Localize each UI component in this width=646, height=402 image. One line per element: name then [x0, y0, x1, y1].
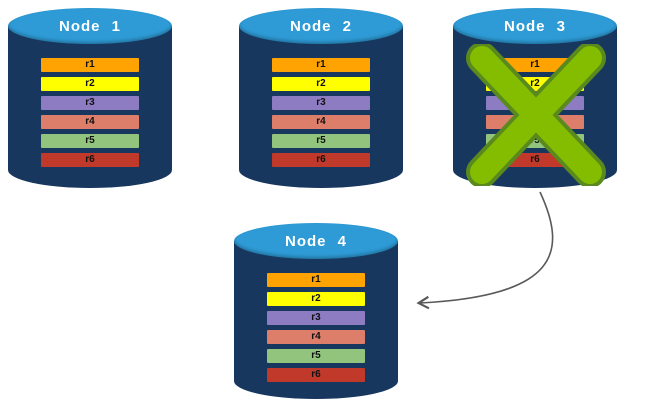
node-4-label: Node 4 — [284, 232, 347, 250]
record-r4: r4 — [272, 115, 370, 129]
node-3-header: Node 3 — [453, 8, 617, 44]
node-2-cylinder: Node 2 r1 r2 r3 r4 r5 r6 — [239, 8, 403, 188]
node-3-cylinder: Node 3 r1 r2 r3 r4 r5 r6 — [453, 8, 617, 188]
record-r5: r5 — [41, 134, 139, 148]
record-r2: r2 — [272, 77, 370, 91]
node-1-header: Node 1 — [8, 8, 172, 44]
record-r6: r6 — [272, 153, 370, 167]
node-4-header: Node 4 — [234, 223, 398, 259]
record-r5: r5 — [272, 134, 370, 148]
record-r3: r3 — [41, 96, 139, 110]
record-r1: r1 — [272, 58, 370, 72]
node-1-label: Node 1 — [58, 17, 121, 35]
node-4-records: r1 r2 r3 r4 r5 r6 — [267, 273, 365, 382]
node-2-header: Node 2 — [239, 8, 403, 44]
record-r5: r5 — [486, 134, 584, 148]
record-r1: r1 — [486, 58, 584, 72]
record-r3: r3 — [267, 311, 365, 325]
record-r3: r3 — [486, 96, 584, 110]
record-r4: r4 — [267, 330, 365, 344]
record-r2: r2 — [41, 77, 139, 91]
node-1-records: r1 r2 r3 r4 r5 r6 — [41, 58, 139, 167]
record-r4: r4 — [41, 115, 139, 129]
record-r2: r2 — [267, 292, 365, 306]
record-r3: r3 — [272, 96, 370, 110]
node-2-label: Node 2 — [289, 17, 352, 35]
node-1-cylinder: Node 1 r1 r2 r3 r4 r5 r6 — [8, 8, 172, 188]
record-r2: r2 — [486, 77, 584, 91]
record-r1: r1 — [267, 273, 365, 287]
record-r6: r6 — [41, 153, 139, 167]
node-2-records: r1 r2 r3 r4 r5 r6 — [272, 58, 370, 167]
record-r4: r4 — [486, 115, 584, 129]
record-r1: r1 — [41, 58, 139, 72]
node-3-records: r1 r2 r3 r4 r5 r6 — [486, 58, 584, 167]
node-4-cylinder: Node 4 r1 r2 r3 r4 r5 r6 — [234, 223, 398, 399]
record-r6: r6 — [267, 368, 365, 382]
node-3-label: Node 3 — [503, 17, 566, 35]
record-r5: r5 — [267, 349, 365, 363]
record-r6: r6 — [486, 153, 584, 167]
